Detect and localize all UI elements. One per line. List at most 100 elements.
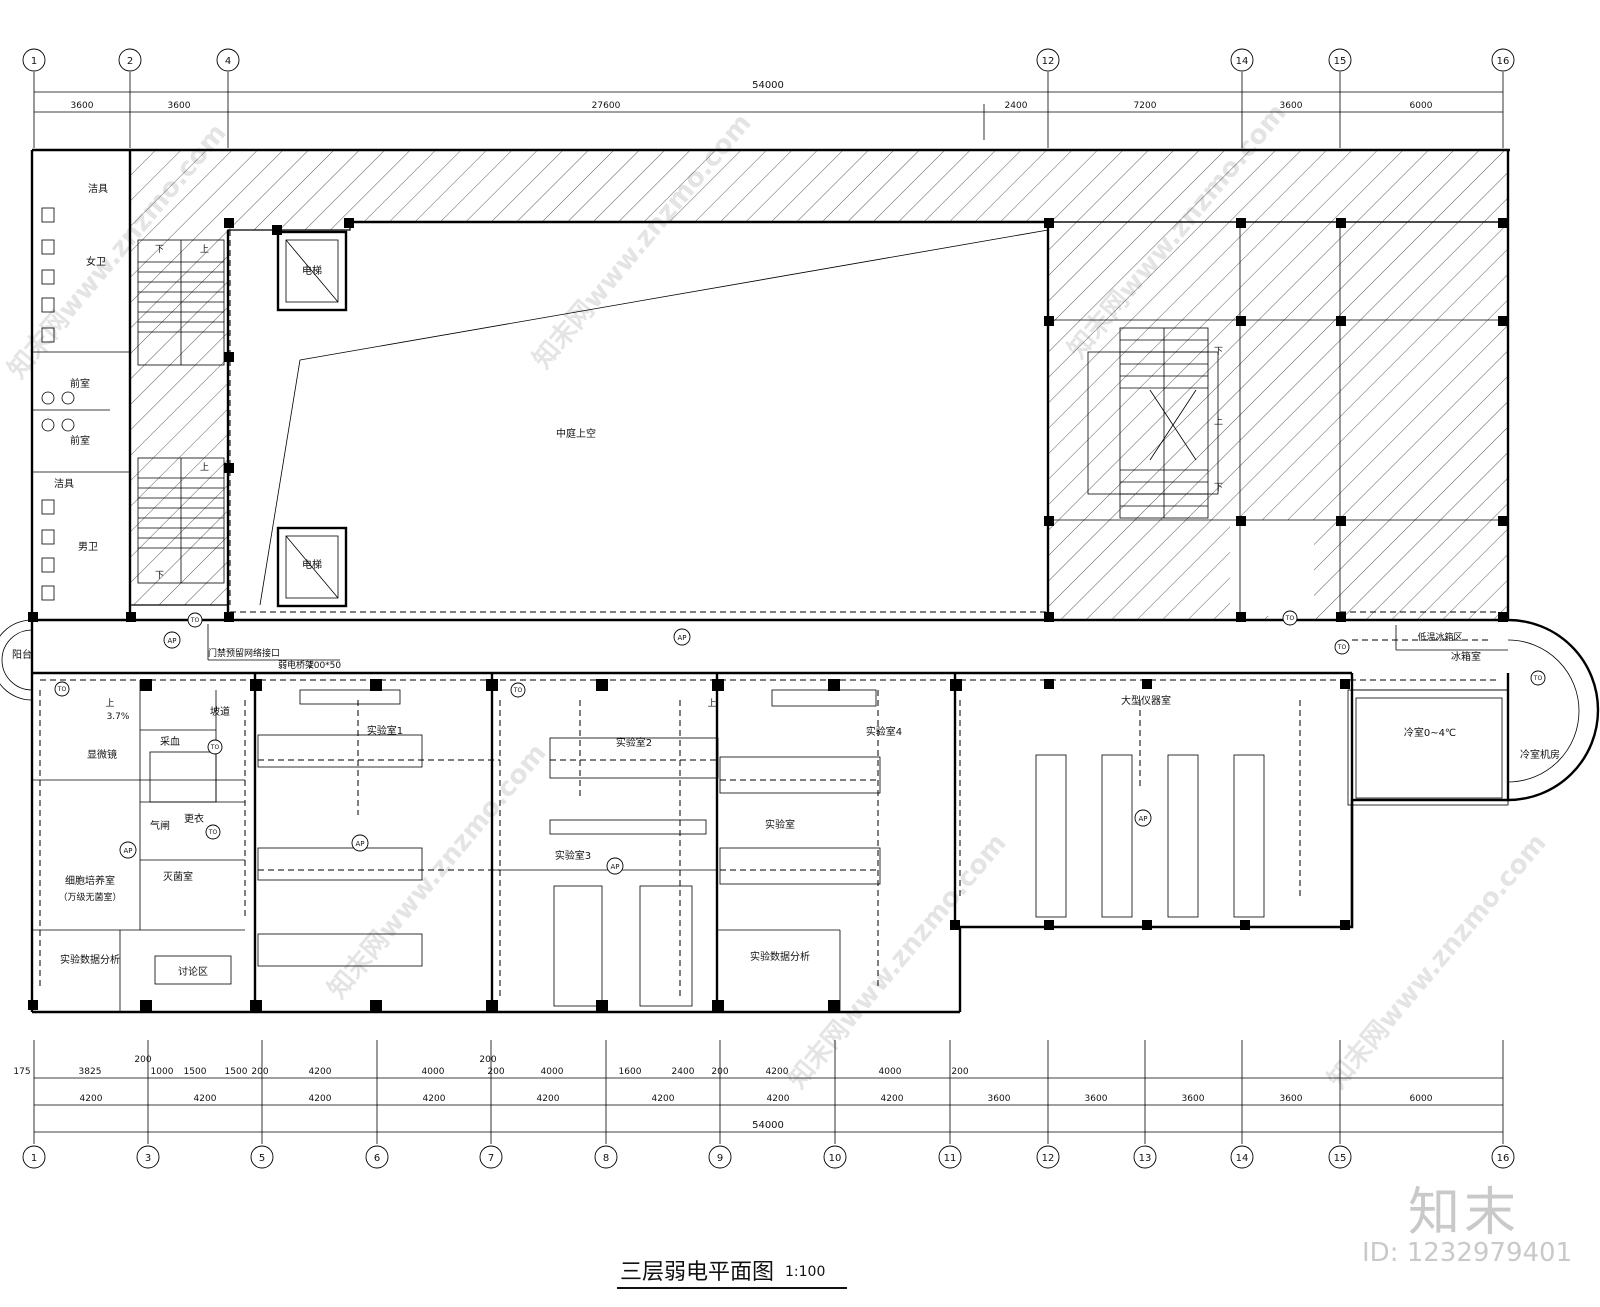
- stair-direction: 上: [707, 698, 716, 709]
- dimension: 2400: [1005, 101, 1028, 111]
- dimension: 27600: [592, 101, 621, 111]
- stair-direction: 下: [155, 245, 164, 255]
- to-label: TO: [208, 829, 218, 836]
- dimension: 200: [951, 1067, 968, 1077]
- room-label: 洁具: [88, 182, 108, 195]
- axis-label: 6: [374, 1153, 380, 1164]
- room-label: 女卫: [86, 255, 106, 268]
- watermark: 知末网www.znzmo.com: [1322, 828, 1552, 1094]
- room-label: 实验数据分析: [750, 950, 810, 963]
- axis-label: 12: [1042, 56, 1055, 67]
- cable-routing: [39, 230, 1500, 1000]
- to-label: TO: [1337, 644, 1347, 651]
- axis-label: 1: [31, 56, 37, 67]
- dimension: 3600: [71, 101, 94, 111]
- room-labels: 中庭上空 女卫 男卫 洁具 洁具 前室 前室 阳台 显微镜 采血 坡道 3.7%…: [12, 182, 1560, 978]
- room-label: 洁具: [54, 477, 74, 490]
- room-label: 细胞培养室: [65, 874, 115, 887]
- axis-label: 9: [717, 1153, 723, 1164]
- dimension: 4200: [537, 1094, 560, 1104]
- stair-direction: 下: [1214, 483, 1223, 493]
- room-label: 实验室4: [866, 725, 902, 738]
- room-label: 实验室1: [367, 724, 403, 737]
- axis-label: 10: [829, 1153, 842, 1164]
- dimension: 200: [251, 1067, 268, 1077]
- tray-label: 弱电桥架: [278, 659, 314, 671]
- dimension: 4200: [423, 1094, 446, 1104]
- ap-label: AP: [355, 840, 364, 848]
- to-label: TO: [1285, 615, 1295, 622]
- dimension: 3825: [79, 1067, 102, 1077]
- dimension: 200: [711, 1067, 728, 1077]
- to-label: TO: [513, 687, 523, 694]
- brand-logo: 知末: [1408, 1183, 1521, 1243]
- dimension: 4200: [766, 1067, 789, 1077]
- dimension: 3600: [168, 101, 191, 111]
- stair-direction: 上: [200, 244, 209, 255]
- stairs: 下 上 下 上 下 上 下: [137, 239, 1223, 584]
- room-label: 灭菌室: [163, 870, 193, 883]
- room-label: 男卫: [78, 541, 98, 553]
- dimension: 3600: [988, 1094, 1011, 1104]
- axis-label: 14: [1236, 56, 1249, 67]
- title-underline: [617, 1287, 847, 1289]
- elevators: 电梯 电梯: [276, 230, 348, 608]
- axis-label: 15: [1334, 56, 1347, 67]
- drawing-title: 三层弱电平面图: [620, 1260, 775, 1285]
- ap-label: AP: [610, 863, 619, 871]
- dimension: 200: [487, 1067, 504, 1077]
- dimension-total: 54000: [752, 80, 784, 91]
- to-label: TO: [210, 744, 220, 751]
- to-label: TO: [57, 686, 67, 693]
- axis-label: 16: [1497, 56, 1510, 67]
- axis-label: 16: [1497, 1153, 1510, 1164]
- room-label: 讨论区: [178, 965, 208, 978]
- axis-label: 15: [1334, 1153, 1347, 1164]
- hatched-areas: [129, 149, 1509, 621]
- axis-label: 12: [1042, 1153, 1055, 1164]
- room-label: 更衣: [184, 812, 204, 825]
- room-label: 低温冰箱区: [1417, 631, 1462, 643]
- room-label: 阳台: [12, 648, 32, 661]
- toilet-fixtures: [41, 207, 75, 601]
- watermark: 知末网www.znzmo.com: [782, 828, 1012, 1094]
- dimension: 6000: [1410, 101, 1433, 111]
- dimension: 4200: [881, 1094, 904, 1104]
- room-label: 实验室2: [616, 736, 652, 749]
- axis-label: 2: [127, 56, 133, 67]
- dimension: 4000: [541, 1067, 564, 1077]
- partitions: [32, 222, 1508, 1012]
- room-label: 大型仪器室: [1121, 694, 1171, 707]
- dimension: 4200: [309, 1067, 332, 1077]
- watermark: 知末网www.znzmo.com: [322, 738, 552, 1004]
- lab-benches: [149, 689, 1509, 1007]
- dimension-total: 54000: [752, 1120, 784, 1131]
- dimension: 4200: [80, 1094, 103, 1104]
- stair-direction: 上: [1214, 416, 1223, 427]
- building-walls: [0, 148, 1600, 1014]
- axis-label: 7: [488, 1153, 494, 1164]
- room-label: 采血: [160, 735, 180, 748]
- access-note: 门禁预留网络接口: [208, 647, 280, 659]
- axis-label: 14: [1236, 1153, 1249, 1164]
- axis-label: 8: [603, 1153, 609, 1164]
- tray-size: 100*50: [308, 661, 341, 671]
- dimension: 1500: [225, 1067, 248, 1077]
- drawing-scale: 1:100: [785, 1264, 826, 1280]
- room-label: 显微镜: [87, 748, 117, 761]
- axis-label: 1: [31, 1153, 37, 1164]
- ap-label: AP: [123, 847, 132, 855]
- ap-label: AP: [677, 634, 686, 642]
- dimensions-bottom: 175 3825 200 1000 1500 1500 200 4200 400…: [13, 1040, 1504, 1144]
- dimension: 3600: [1085, 1094, 1108, 1104]
- room-label: 坡道: [210, 705, 230, 718]
- room-label: 中庭上空: [556, 427, 596, 440]
- room-label: 冷室0~4℃: [1404, 726, 1456, 739]
- room-label: 前室: [70, 434, 90, 447]
- ramp-slope: 3.7%: [107, 712, 130, 722]
- dimension: 4000: [422, 1067, 445, 1077]
- data-outlets: TO TO TO TO TO TO TO TO: [54, 610, 1546, 840]
- room-label: 气闸: [150, 819, 170, 832]
- dimension: 4200: [767, 1094, 790, 1104]
- stair-direction: 下: [155, 571, 164, 581]
